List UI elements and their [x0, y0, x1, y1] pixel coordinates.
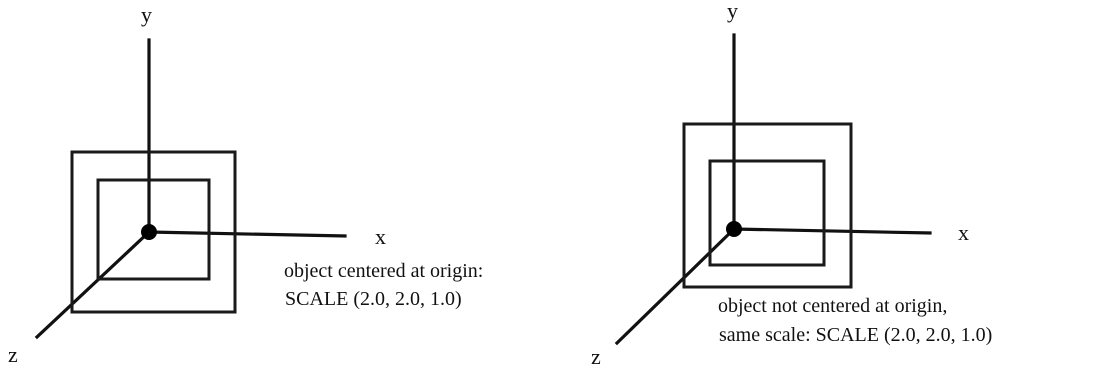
x-axis-label: x — [375, 224, 386, 249]
y-axis-label: y — [141, 2, 152, 27]
x-axis — [147, 230, 347, 238]
caption-line-1: object not centered at origin, — [718, 295, 947, 317]
z-axis — [614, 226, 737, 346]
origin-point — [141, 224, 157, 240]
caption-line-1: object centered at origin: — [284, 260, 483, 282]
panel-not-centered: y x z object not centered at origin, sam… — [591, 0, 992, 366]
z-axis-label: z — [8, 342, 18, 366]
x-axis-label: x — [958, 220, 969, 245]
outer-square — [70, 150, 237, 314]
z-axis-label: z — [591, 344, 601, 366]
inner-square — [96, 178, 211, 281]
axes — [34, 38, 347, 340]
caption-line-2: same scale: SCALE (2.0, 2.0, 1.0) — [719, 324, 992, 346]
inner-square — [708, 159, 826, 267]
outer-square — [682, 122, 853, 289]
y-axis-label: y — [727, 0, 738, 23]
panel-centered: y x z object centered at origin: SCALE (… — [8, 2, 483, 366]
axes — [614, 33, 932, 346]
x-axis — [732, 227, 932, 235]
z-axis — [34, 229, 152, 340]
caption-line-2: SCALE (2.0, 2.0, 1.0) — [285, 288, 462, 310]
origin-point — [726, 221, 742, 237]
